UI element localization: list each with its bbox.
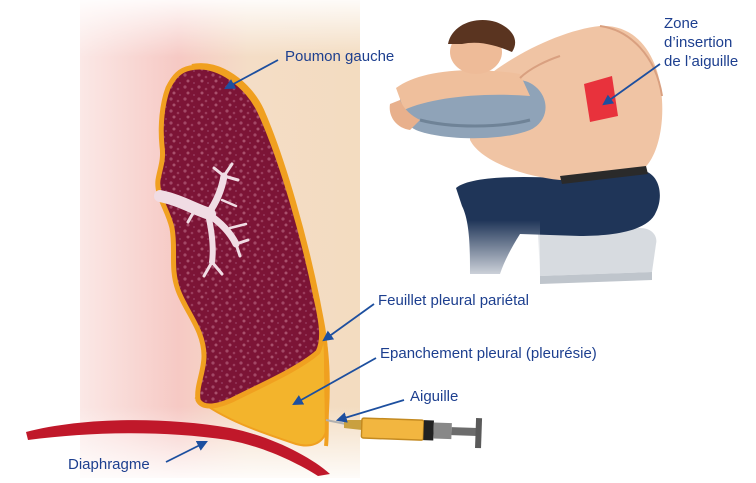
label-insertion-zone-line-3: de l’aiguille <box>664 52 756 71</box>
label-pleural-effusion: Epanchement pleural (pleurésie) <box>380 344 597 363</box>
label-lung: Poumon gauche <box>285 47 394 66</box>
label-insertion-zone: Zone d’insertion de l’aiguille <box>664 14 756 71</box>
label-insertion-zone-line-2: d’insertion <box>664 33 756 52</box>
label-parietal-pleura: Feuillet pleural pariétal <box>378 291 529 310</box>
label-insertion-zone-line-1: Zone <box>664 14 756 33</box>
label-diaphragm: Diaphragme <box>68 455 150 474</box>
patient-illustration <box>390 20 663 290</box>
insertion-zone-marker <box>584 76 618 122</box>
label-needle: Aiguille <box>410 387 458 406</box>
